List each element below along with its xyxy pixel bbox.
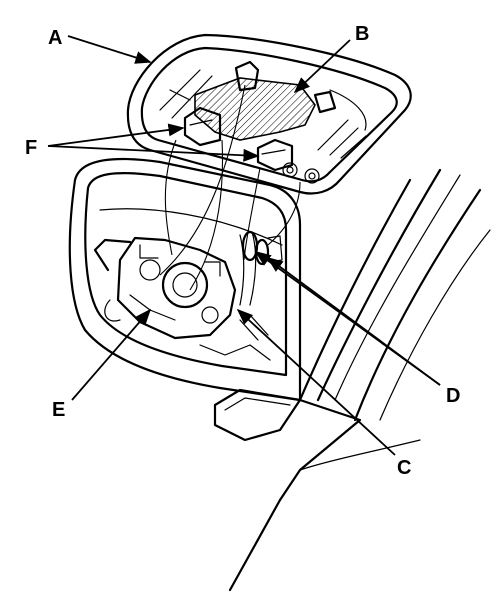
holder-clips — [183, 60, 337, 172]
connecting-wires — [159, 84, 301, 291]
callout-c: C — [397, 457, 411, 479]
door-frame — [228, 168, 491, 592]
leader-f1 — [47, 123, 185, 147]
heater-element — [194, 77, 316, 141]
leader-c — [236, 308, 396, 456]
mirror-housing — [68, 157, 302, 442]
callout-f: F — [25, 137, 37, 159]
leader-lines — [47, 35, 441, 456]
leader-f2 — [47, 145, 260, 162]
callout-d: D — [446, 385, 460, 407]
callout-e: E — [52, 399, 65, 421]
callout-b: B — [355, 23, 369, 45]
leader-d2 — [254, 251, 441, 386]
callout-a: A — [48, 27, 62, 49]
leader-e — [71, 308, 152, 401]
leader-a — [67, 35, 152, 64]
leader-b — [293, 39, 351, 94]
mirror-glass-holder — [126, 33, 412, 195]
